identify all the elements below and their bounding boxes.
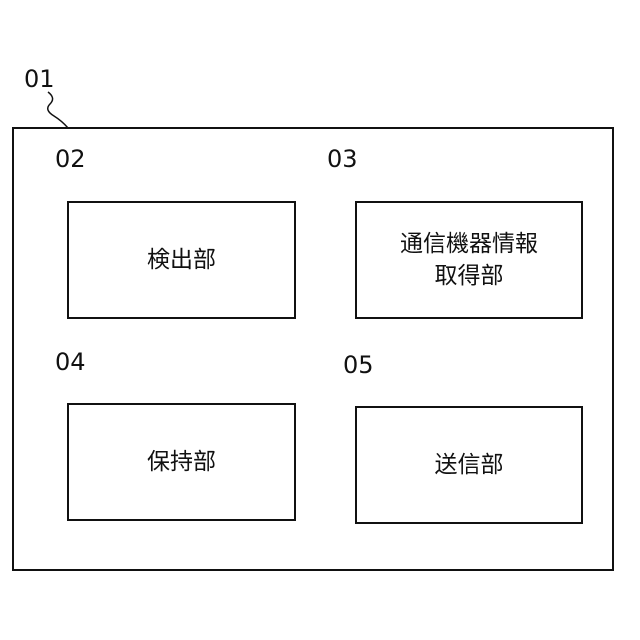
ref-block-2: 03 [327, 147, 358, 171]
ref-block-4: 05 [343, 353, 374, 377]
detection-unit-label: 検出部 [147, 244, 216, 276]
device-info-acquisition-unit-box: 通信機器情報 取得部 [355, 201, 583, 319]
ref-block-1: 02 [55, 147, 86, 171]
storage-unit-box: 保持部 [67, 403, 296, 521]
detection-unit-box: 検出部 [67, 201, 296, 319]
ref-outer: 01 [24, 67, 55, 91]
transmission-unit-box: 送信部 [355, 406, 583, 524]
ref-block-3: 04 [55, 350, 86, 374]
leader-01 [48, 92, 68, 128]
device-info-acquisition-unit-label: 通信機器情報 取得部 [400, 228, 538, 292]
transmission-unit-label: 送信部 [435, 449, 504, 481]
storage-unit-label: 保持部 [147, 446, 216, 478]
